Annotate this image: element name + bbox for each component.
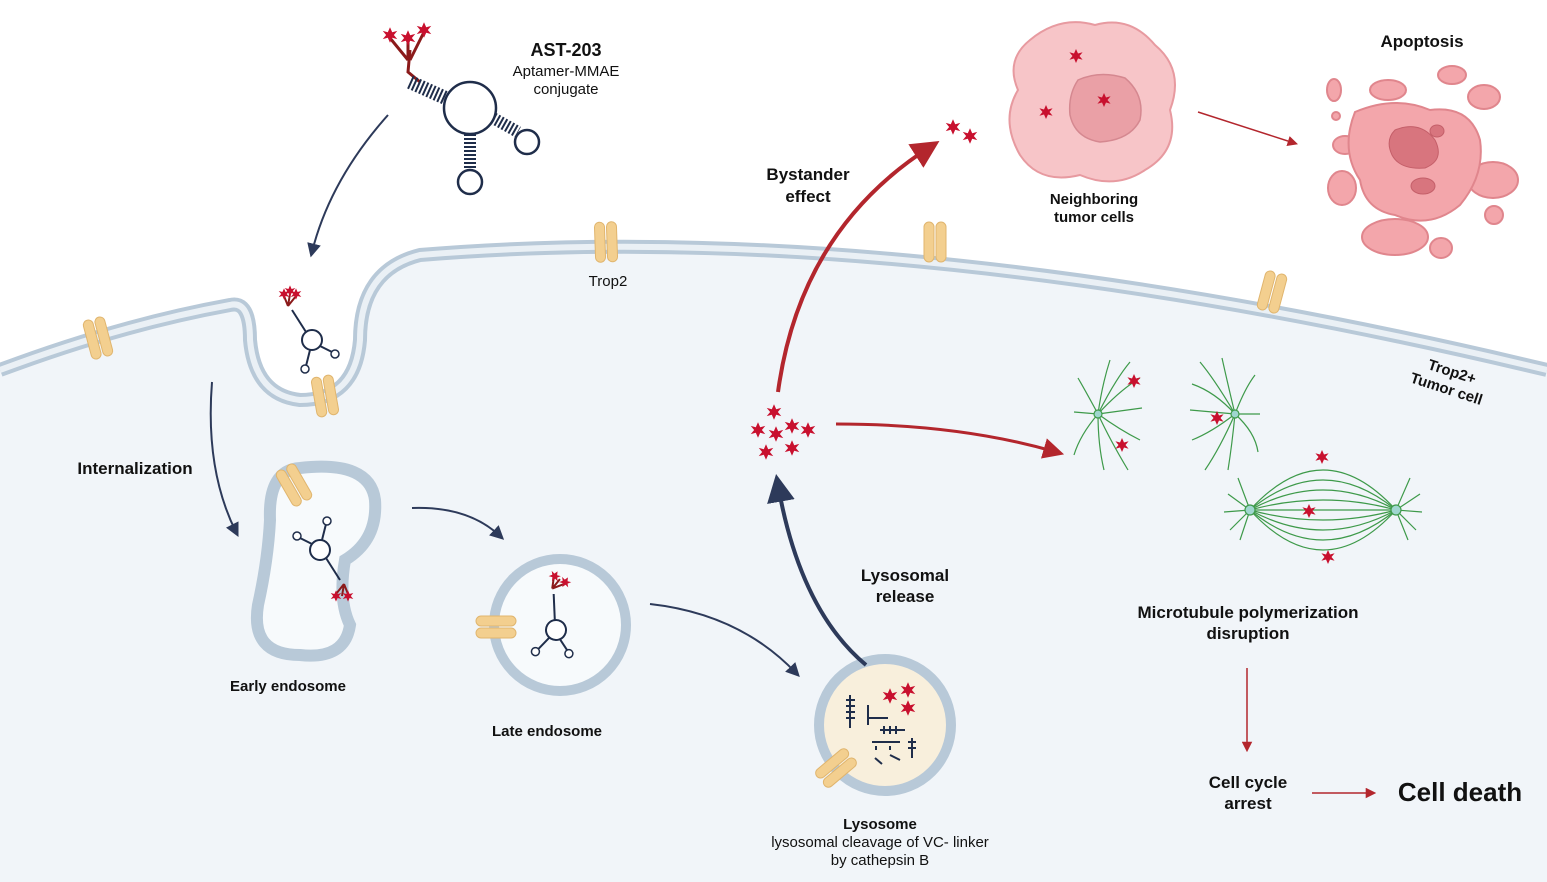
bystander-label-1: Bystander [766,165,850,184]
internalization-label: Internalization [77,459,192,478]
binding-arrow [307,114,389,258]
maturation-arrow [411,506,505,540]
microtubule-label-1: Microtubule polymerization [1137,603,1358,622]
mmae-payload-icon [962,128,978,144]
lysosomal-release-label-2: release [876,587,935,606]
ast-subtitle-2: conjugate [533,81,598,98]
early-endosome [250,460,382,662]
apoptosis-arrow [1197,111,1298,147]
fusion-arrow [649,603,800,678]
ast-subtitle-1: Aptamer-MMAE [513,63,620,80]
bound-aptamer-icon [278,285,340,374]
apoptotic-nucleus [1388,124,1445,195]
lysosome-subtitle-1: lysosomal cleavage of VC- linker [771,834,989,851]
neighboring-label-1: Neighboring [1050,191,1138,208]
apoptosis-label: Apoptosis [1380,32,1463,51]
late-endosome-label: Late endosome [492,723,602,740]
tumor-cell-icon [1008,21,1176,183]
ast-title: AST-203 [530,40,601,60]
cell-membrane-inner [0,243,1547,404]
mmae-payload-icon [945,119,961,135]
lysosome-subtitle-2: by cathepsin B [831,852,929,869]
lysosome-title: Lysosome [843,816,917,833]
cell-cycle-label-1: Cell cycle [1209,773,1287,792]
tumor-cell-cytoplasm [0,246,1547,882]
mitotic-spindle-icon [1223,469,1423,551]
aptamer-drug-conjugate-icon [382,22,541,196]
apoptotic-cell-icon [1326,65,1519,259]
bystander-label-2: effect [785,187,831,206]
trop2-receptor-icon [923,221,947,263]
lysosomal-release-arrow [767,473,868,667]
microtubule-arrow [835,422,1065,459]
internalization-arrow [209,381,239,538]
microtubule-label-2: disruption [1206,624,1289,643]
early-endosome-label: Early endosome [230,678,346,695]
cell-cycle-label-2: arrest [1224,794,1272,813]
trop2-label: Trop2 [589,273,628,290]
mitotic-spindle-icon [1073,359,1143,471]
neighboring-label-2: tumor cells [1054,209,1134,226]
bystander-arrow [776,140,940,393]
mitotic-spindle-icon [1189,357,1260,471]
lysosomal-release-label-1: Lysosomal [861,566,949,585]
cleaved-aptamer-fragments-icon [846,695,916,765]
cell-death-label: Cell death [1398,777,1522,807]
